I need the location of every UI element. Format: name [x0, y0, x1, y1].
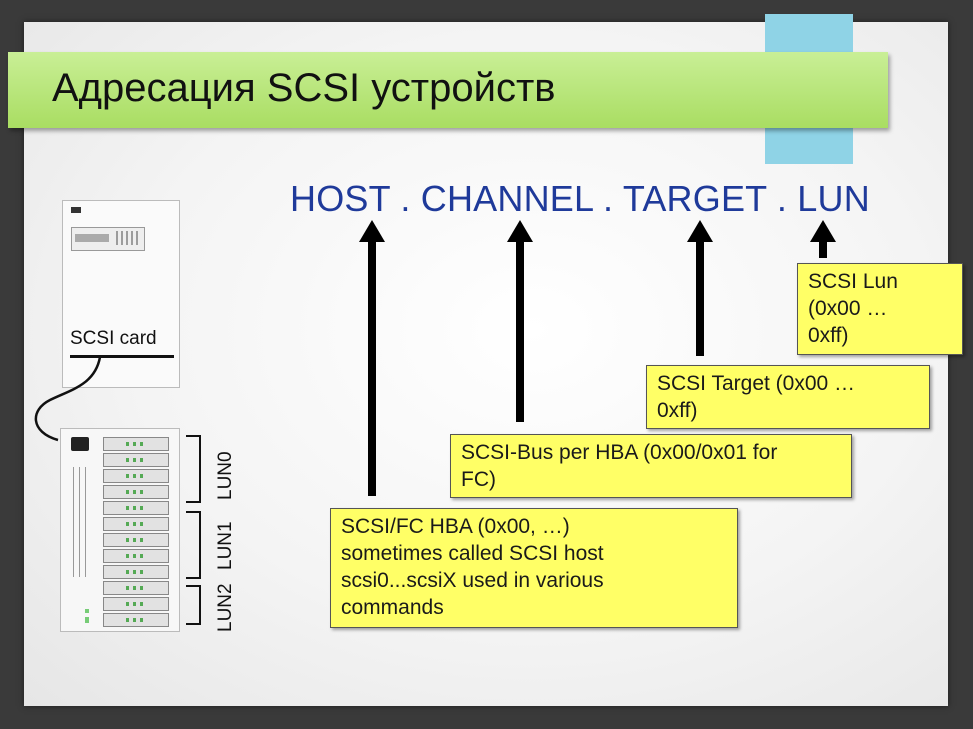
lun-note-line: 0xff)	[808, 324, 849, 347]
disk-slot-icon	[103, 501, 169, 515]
rails-icon	[73, 467, 89, 577]
lun0-bracket	[186, 435, 201, 503]
arrow-host	[359, 220, 385, 496]
arrow-lun	[810, 220, 836, 258]
disk-slot-icon	[103, 613, 169, 627]
disk-slot-icon	[103, 565, 169, 579]
disk-slot-icon	[103, 469, 169, 483]
disk-slot-icon	[103, 549, 169, 563]
disk-slot-icon	[103, 453, 169, 467]
hba-note-line: commands	[341, 596, 444, 619]
disk-slot-icon	[103, 597, 169, 611]
bus-note-line: SCSI-Bus per HBA (0x00/0x01 for	[461, 441, 778, 464]
bus-note-line: FC)	[461, 468, 496, 491]
arrow-target	[687, 220, 713, 356]
bus-note: SCSI-Bus per HBA (0x00/0x01 for FC)	[450, 434, 852, 498]
target-note-line: SCSI Target (0x00 …	[657, 372, 856, 395]
hba-note-line: scsi0...scsiX used in various	[341, 569, 604, 592]
hba-note-line: sometimes called SCSI host	[341, 542, 604, 565]
scsi-card-label: SCSI card	[70, 328, 157, 349]
target-note: SCSI Target (0x00 … 0xff)	[646, 365, 930, 429]
address-formula: HOST . CHANNEL . TARGET . LUN	[290, 178, 870, 219]
hba-note-line: SCSI/FC HBA (0x00, …)	[341, 515, 570, 538]
lun0-label: LUN0	[215, 451, 236, 500]
disk-slot-icon	[103, 437, 169, 451]
target-note-line: 0xff)	[657, 399, 698, 422]
arrow-channel	[507, 220, 533, 422]
status-led-icon	[85, 609, 89, 623]
disk-array-illustration	[60, 428, 180, 632]
disk-slot-icon	[103, 485, 169, 499]
front-panel-icon	[71, 227, 145, 251]
disk-slot-icon	[103, 533, 169, 547]
hba-note: SCSI/FC HBA (0x00, …) sometimes called S…	[330, 508, 738, 628]
lun-note: SCSI Lun (0x00 … 0xff)	[797, 263, 963, 355]
lun-note-line: SCSI Lun	[808, 270, 898, 293]
lun2-bracket	[186, 585, 201, 625]
scsi-cable	[34, 356, 102, 442]
lun2-label: LUN2	[215, 583, 236, 632]
disk-slot-icon	[103, 517, 169, 531]
title-bar: Адресация SCSI устройств	[8, 52, 888, 128]
disk-slot-icon	[103, 581, 169, 595]
lun1-bracket	[186, 511, 201, 579]
hp-logo-icon	[71, 437, 89, 451]
scsi-card-divider	[70, 355, 174, 358]
lun-note-line: (0x00 …	[808, 297, 888, 320]
slide-title: Адресация SCSI устройств	[52, 66, 556, 110]
hp-logo-icon	[71, 207, 81, 213]
lun1-label: LUN1	[215, 521, 236, 570]
